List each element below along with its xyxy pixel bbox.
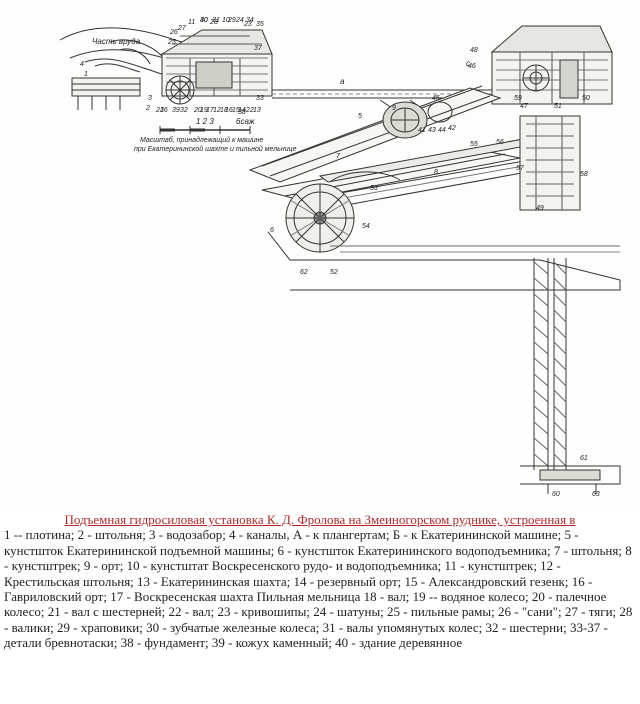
callout-9: 9 (392, 105, 396, 112)
callout-51: 51 (554, 103, 562, 110)
callout-23: 23 (243, 21, 252, 28)
callout-53: 53 (370, 185, 378, 192)
callout-39: 39 (172, 107, 180, 114)
sawmill-building (160, 29, 273, 105)
callout-13: 13 (253, 107, 261, 114)
callout-38: 38 (238, 109, 246, 116)
callout-25: 25 (167, 39, 176, 46)
callout-4: 4 (80, 61, 84, 68)
callout-62: 62 (300, 269, 308, 276)
callout-35: 35 (256, 21, 264, 28)
ore-label: Часть вруда (92, 37, 141, 46)
callout-27: 27 (177, 25, 187, 32)
callout-12: 12 (213, 107, 221, 114)
callout-1: 1 (84, 71, 88, 78)
callout-44: 44 (438, 127, 446, 134)
callout-57: 57 (516, 165, 525, 172)
callout-22: 22 (245, 107, 254, 114)
machine-building (490, 25, 613, 105)
callout-10: 10 (222, 17, 230, 24)
callout-29: 29 (227, 17, 236, 24)
callout-5: 5 (358, 113, 362, 120)
callout-45: 45 (432, 95, 440, 102)
callout-56: 56 (496, 139, 504, 146)
vertical-shaft (533, 258, 567, 470)
callout-54: 54 (362, 223, 370, 230)
callout-55: 55 (470, 141, 478, 148)
callout-18: 18 (220, 107, 228, 114)
callout-43: 43 (428, 127, 436, 134)
callout-59: 59 (514, 95, 522, 102)
shaft-framework (519, 115, 581, 211)
callout-60: 60 (552, 491, 560, 498)
rock-mass (267, 231, 621, 291)
canal-letter: a (340, 77, 345, 86)
callout-14: 14 (238, 107, 246, 114)
callout-3: 3 (148, 95, 152, 102)
callout-47: 47 (520, 103, 529, 110)
callout-61: 61 (580, 455, 588, 462)
callout-20: 20 (193, 107, 202, 114)
caption-legend: 1 -- плотина; 2 - штольня; 3 - водозабор… (4, 527, 633, 651)
engineering-drawing: Часть вруда 1 2 3 6саж Масштаб, принадле… (59, 17, 621, 498)
callout-31: 31 (212, 17, 220, 24)
inclined-adit (248, 85, 502, 183)
callout-2: 2 (145, 105, 150, 112)
callout-48: 48 (470, 47, 478, 54)
callout-49: 49 (536, 205, 544, 212)
callout-28: 28 (209, 19, 218, 26)
callout-50: 50 (582, 95, 590, 102)
figure-caption: Подъемная гидросиловая установка К. Д. Ф… (4, 512, 636, 651)
callout-34: 34 (246, 17, 254, 24)
caption-title: Подъемная гидросиловая установка К. Д. Ф… (64, 512, 576, 527)
callout-41: 41 (418, 127, 426, 134)
callout-58: 58 (580, 171, 588, 178)
callout-32: 32 (180, 107, 188, 114)
callout-6: 6 (270, 227, 274, 234)
callout-24: 24 (235, 17, 244, 24)
callout-30: 30 (200, 17, 208, 24)
scale-text-line1: Масштаб, принадлежащий к машине (140, 136, 263, 144)
shaft-bottom-gallery (520, 465, 621, 494)
callout-63: 63 (592, 491, 600, 498)
callout-33: 33 (256, 95, 264, 102)
callout-17: 17 (206, 107, 215, 114)
callout-21: 21 (155, 107, 164, 114)
scale-text-line2: при Екатерининской шахте и пильной мельн… (134, 145, 297, 153)
callout-46: 46 (468, 63, 476, 70)
callout-37: 37 (254, 45, 263, 52)
callout-7: 7 (336, 153, 341, 160)
callout-42: 42 (448, 125, 456, 132)
dam (71, 77, 141, 110)
scale-unit: 6саж (236, 117, 255, 126)
water-wheel (285, 183, 355, 253)
scale-bar (159, 126, 251, 134)
callout-15: 15 (232, 107, 240, 114)
sled-letter: c (466, 59, 470, 68)
callout-52: 52 (330, 269, 338, 276)
callout-16: 16 (225, 107, 233, 114)
callout-11: 11 (188, 19, 195, 26)
callout-26: 26 (169, 29, 178, 36)
scale-numbers: 1 2 3 (196, 117, 214, 126)
callout-19: 19 (200, 107, 208, 114)
callout-36: 36 (160, 107, 168, 114)
callout-8: 8 (434, 169, 438, 176)
callout-40: 40 (200, 17, 208, 24)
